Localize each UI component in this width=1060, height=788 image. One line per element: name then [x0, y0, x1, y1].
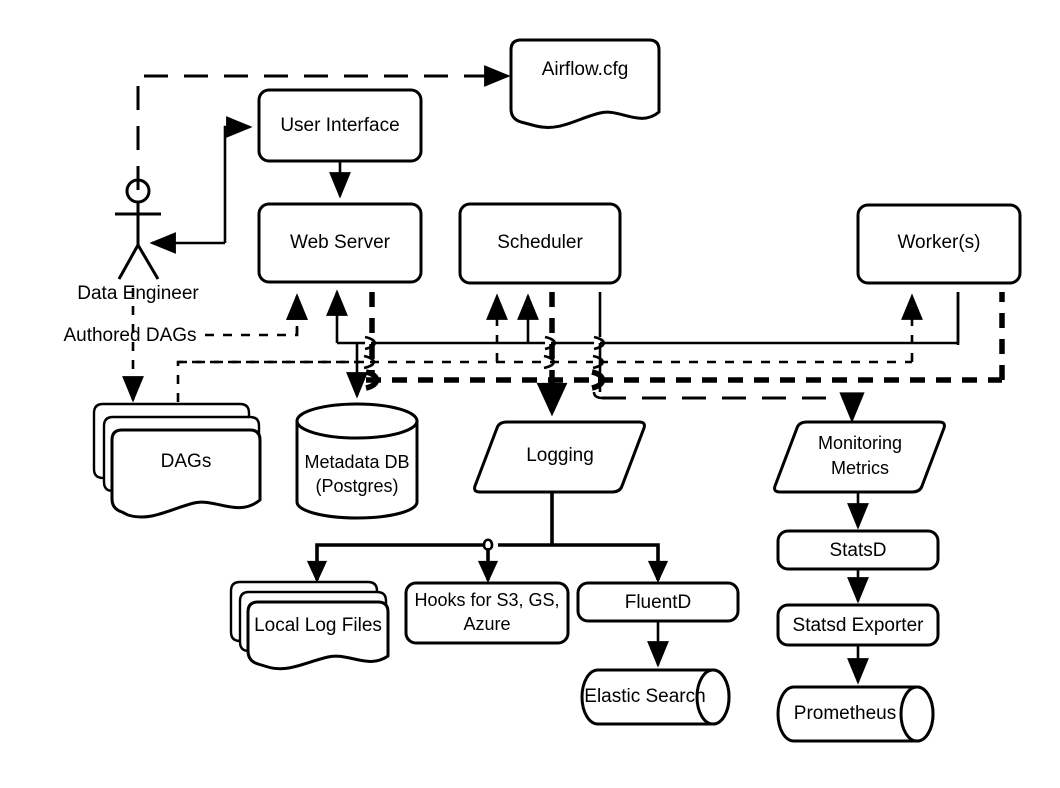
node-dags[interactable]: DAGs — [92, 402, 262, 519]
node-workers[interactable]: Worker(s) — [856, 203, 1022, 285]
authored-dags-label: Authored DAGs — [63, 325, 196, 346]
metadata-db-label-line2: (Postgres) — [315, 476, 398, 496]
statsd-label: StatsD — [829, 540, 886, 561]
actor-label: Data Engineer — [77, 283, 199, 304]
monitoring-metrics-label-line1: Monitoring — [818, 433, 902, 453]
edge-engineer-to-user-interface — [149, 116, 253, 254]
node-web-server[interactable]: Web Server — [257, 202, 423, 284]
node-statsd-exporter[interactable]: Statsd Exporter — [776, 603, 940, 647]
fluentd-label: FluentD — [625, 592, 692, 613]
edge-logging-fanout — [306, 492, 669, 583]
node-elastic-search[interactable]: Elastic Search — [580, 668, 731, 726]
node-hooks[interactable]: Hooks for S3, GS, Azure — [404, 581, 570, 645]
edge-dags-to-bus — [176, 360, 360, 402]
airflow-cfg-label: Airflow.cfg — [542, 59, 629, 80]
edge-web-server-metadata-db — [326, 289, 368, 399]
node-logging[interactable]: Logging — [473, 420, 646, 494]
node-prometheus[interactable]: Prometheus — [776, 685, 935, 743]
node-monitoring-metrics[interactable]: Monitoring Metrics — [773, 420, 946, 494]
prometheus-label: Prometheus — [794, 703, 896, 724]
bus-dashed-line — [178, 293, 923, 370]
elastic-search-label: Elastic Search — [584, 686, 705, 707]
metadata-db-label-line1: Metadata DB — [304, 452, 409, 472]
node-fluentd[interactable]: FluentD — [576, 581, 740, 623]
node-metadata-db[interactable]: Metadata DB (Postgres) — [295, 402, 419, 520]
node-statsd[interactable]: StatsD — [776, 529, 940, 571]
node-local-log-files[interactable]: Local Log Files — [229, 580, 390, 671]
node-scheduler[interactable]: Scheduler — [458, 202, 622, 285]
statsd-exporter-label: Statsd Exporter — [793, 615, 925, 636]
node-airflow-cfg[interactable]: Airflow.cfg — [509, 38, 661, 129]
web-server-label: Web Server — [290, 232, 391, 253]
node-user-interface[interactable]: User Interface — [257, 88, 423, 163]
monitoring-metrics-label-line2: Metrics — [831, 458, 889, 478]
edge-engineer-to-airflow-cfg — [136, 65, 511, 190]
bus-solid-line — [362, 292, 960, 351]
hooks-label-line1: Hooks for S3, GS, — [414, 590, 559, 610]
bus-bold-dashed-line — [365, 292, 1005, 391]
hooks-label-line2: Azure — [463, 614, 510, 634]
edge-scheduler-to-monitoring-metrics — [592, 343, 865, 423]
scheduler-label: Scheduler — [497, 232, 583, 253]
actor-data-engineer[interactable]: Data Engineer — [77, 178, 199, 304]
edge-authored-dags-to-web-server — [205, 293, 308, 337]
local-log-files-label: Local Log Files — [254, 615, 382, 636]
logging-label: Logging — [526, 445, 594, 466]
workers-label: Worker(s) — [897, 232, 980, 253]
user-interface-label: User Interface — [280, 115, 399, 136]
dags-label: DAGs — [161, 451, 212, 472]
